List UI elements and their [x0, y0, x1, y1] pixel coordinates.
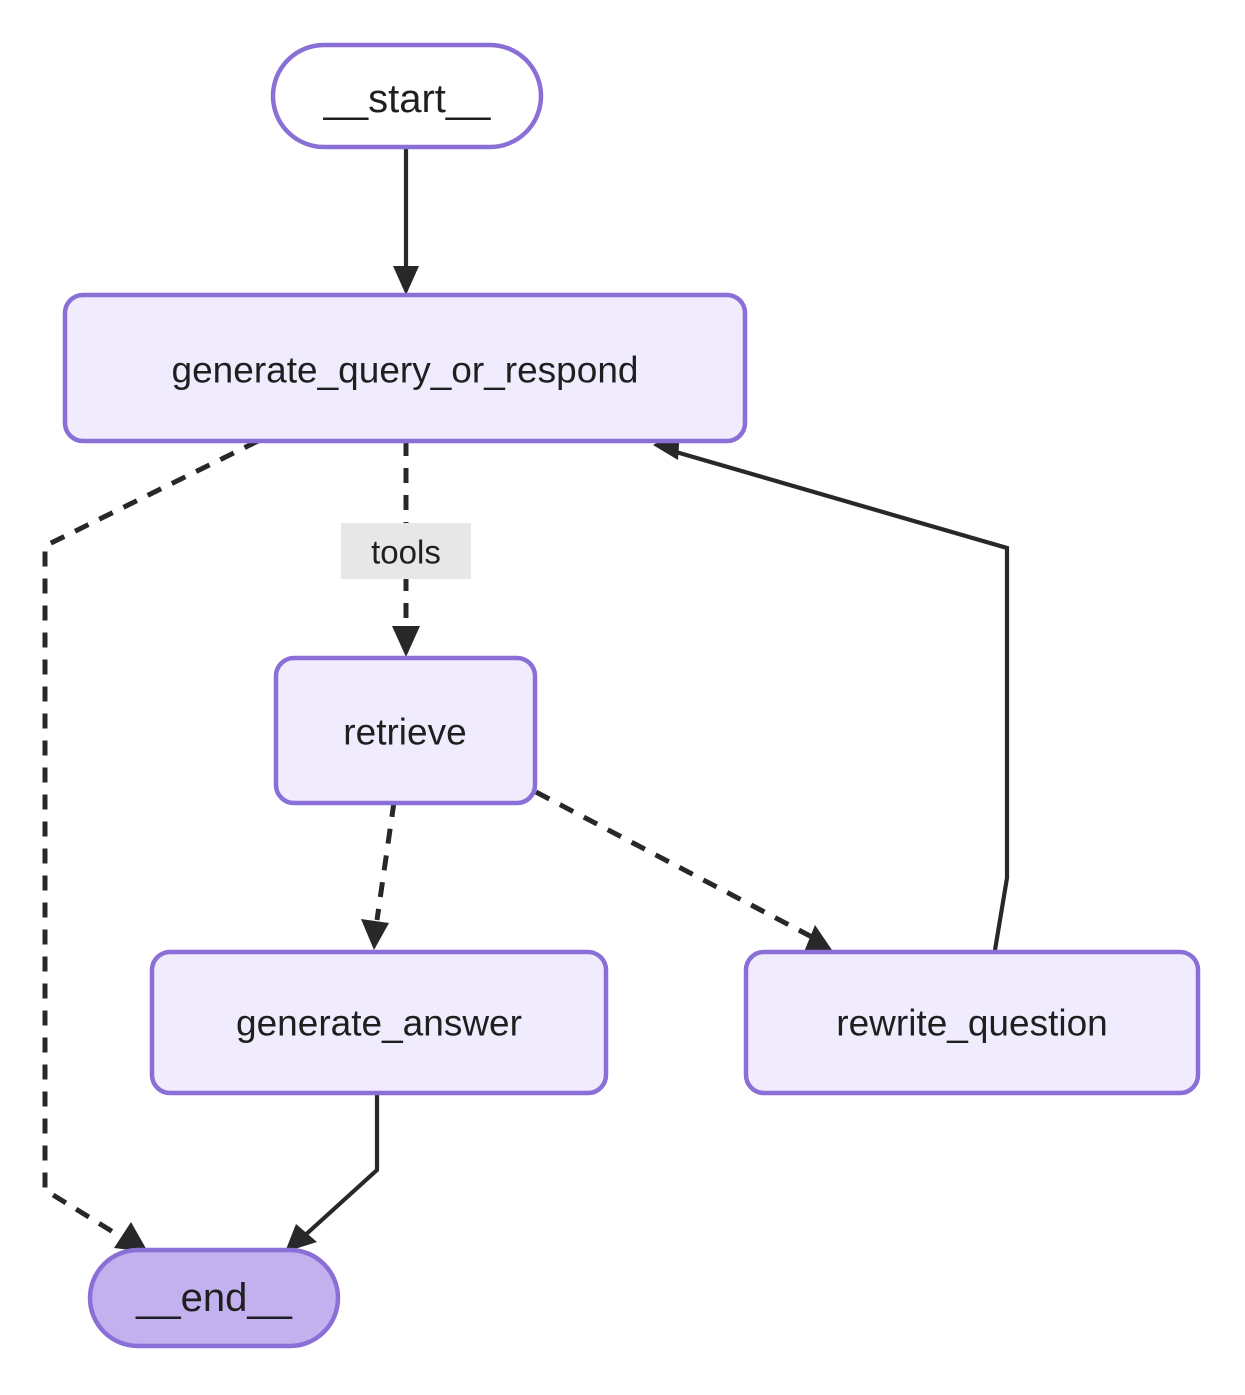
- node-shape-rect[interactable]: [273, 655, 538, 806]
- node-shape-rect[interactable]: [743, 949, 1201, 1096]
- node-retrieve[interactable]: retrieve: [273, 655, 538, 806]
- edge-retrieve-to-rewrite-question: [534, 789, 832, 952]
- arrow-head-icon: [393, 266, 419, 295]
- node-shape-stadium[interactable]: [87, 1247, 341, 1349]
- arrow-head-icon: [361, 919, 389, 950]
- node-shape-stadium[interactable]: [270, 42, 544, 150]
- node-start[interactable]: __start__: [270, 42, 544, 150]
- node-shape-rect[interactable]: [149, 949, 609, 1096]
- edge-path: [534, 789, 814, 940]
- edge-path: [374, 801, 397, 921]
- node-rewrite-question[interactable]: rewrite_question: [743, 949, 1201, 1096]
- node-end[interactable]: __end__: [87, 1247, 341, 1349]
- edge-start-to-generate-query-or-respond: [393, 147, 419, 295]
- arrow-head-icon: [392, 626, 420, 657]
- node-shape-rect[interactable]: [62, 292, 748, 444]
- arrow-head-icon: [804, 925, 832, 952]
- edge-generate-query-or-respond-to-end: [42, 438, 260, 1252]
- edge-label-background: [341, 523, 471, 579]
- node-generate-query-or-respond[interactable]: generate_query_or_respond: [62, 292, 748, 444]
- edge-retrieve-to-generate-answer: [361, 801, 397, 950]
- edge-generate-answer-to-end: [285, 1093, 380, 1252]
- edge-rewrite-question-to-generate-query-or-respond: [653, 430, 1010, 951]
- arrow-head-icon: [114, 1222, 148, 1252]
- edge-path: [42, 438, 260, 1246]
- edge-path: [675, 449, 1010, 951]
- edge-path: [300, 1093, 380, 1240]
- node-generate-answer[interactable]: generate_answer: [149, 949, 609, 1096]
- edge-label-tools: tools: [341, 523, 471, 579]
- arrow-head-icon: [285, 1224, 317, 1252]
